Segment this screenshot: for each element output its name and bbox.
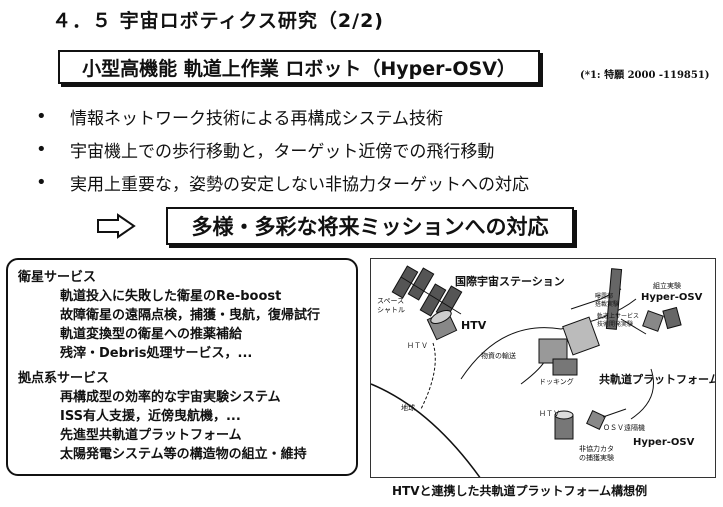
bullet-icon: • [36,172,47,193]
page-title: ４．５ 宇宙ロボティクス研究（2/2) [52,10,384,32]
subtitle-box: 小型高機能 軌道上作業 ロボット（Hyper-OSV） [58,50,540,84]
list-item: 先進型共軌道プラットフォーム [60,428,242,443]
bullet-icon: • [36,139,47,160]
list-item: 残滓・Debris処理サービス，... [60,346,253,361]
list-item: 再構成型の効率的な宇宙実験システム [60,390,281,405]
earth-curve [371,383,481,477]
htv-small-icon [554,410,574,440]
htv-label: HTV [461,319,487,332]
transport-label: 物資の輸送 [481,352,516,360]
assembly-label: 組立実験 [653,282,681,290]
osv-flight-label: ＯＳＶ遠隔機 [603,424,645,432]
patent-note: (*1: 特願 2000 -119851) [580,70,710,81]
list-item: 故障衛星の遠隔点検，捕獲・曳航，復帰試行 [60,308,321,323]
subtitle-text: 小型高機能 軌道上作業 ロボット（Hyper-OSV） [82,57,516,80]
bullet-icon: • [36,106,47,127]
mission-text: 多様・多彩な将来ミッションへの対応 [191,215,549,239]
list-item: • 実用上重要な，姿勢の安定しない非協力ターゲットへの対応 [36,166,676,199]
htv-bottom-label: ＨＴＶ [539,410,560,418]
bullet-text: 宇宙機上での歩行移動と，ターゲット近傍での飛行移動 [70,142,495,162]
bullet-text: 実用上重要な，姿勢の安定しない非協力ターゲットへの対応 [70,175,529,195]
iss-label: 国際宇宙ステーション [455,275,565,288]
docking-label: ドッキング [539,378,574,386]
list-item: ISS有人支援，近傍曳航機，... [60,409,241,424]
hyper-osv-icon [642,306,682,332]
hyper-osv-bottom-icon [586,408,627,430]
list-item: 太陽発電システム等の構造物の組立・維持 [60,447,307,462]
right-arrow-icon [97,213,136,239]
base-services-heading: 拠点系サービス [18,371,110,386]
mount-label: 曝露部 搭載実験 [595,293,620,308]
shuttle-label: スペース シャトル [377,297,405,314]
services-panel: 衛星サービス 軌道投入に失敗した衛星のRe-boost 故障衛星の遠隔点検，捕獲… [6,258,358,476]
capture-label: 非協力カタ の捕獲実験 [579,445,614,462]
maintenance-label: 軌道上サービス 技術開発実験 [597,313,640,328]
bullet-list: • 情報ネットワーク技術による再構成システム技術 • 宇宙機上での歩行移動と，タ… [36,100,676,199]
platform-station-icon [538,268,647,376]
hyper-osv-bottom-label: Hyper-OSV [633,437,695,448]
earth-label: 地球 [401,404,415,412]
list-item: 軌道変換型の衛星への推薬補給 [60,327,243,342]
list-item: 軌道投入に失敗した衛星のRe-boost [60,289,282,304]
bullet-text: 情報ネットワーク技術による再構成システム技術 [70,109,443,129]
htv-path-label: ＨＴＶ [407,342,428,350]
list-item: • 情報ネットワーク技術による再構成システム技術 [36,100,676,133]
mission-box: 多様・多彩な将来ミッションへの対応 [166,207,574,245]
platform-label: 共軌道プラットフォーム [599,373,716,386]
hyper-osv-top-label: Hyper-OSV [641,292,703,303]
list-item: • 宇宙機上での歩行移動と，ターゲット近傍での飛行移動 [36,133,676,166]
htv-icon [426,309,458,341]
diagram-caption: HTVと連携した共軌道プラットフォーム構想例 [392,484,648,498]
platform-diagram: 国際宇宙ステーション スペース シャトル HTV ＨＴＶ 物資の輸送 ドッキング… [370,258,716,478]
satellite-services-heading: 衛星サービス [18,270,97,285]
